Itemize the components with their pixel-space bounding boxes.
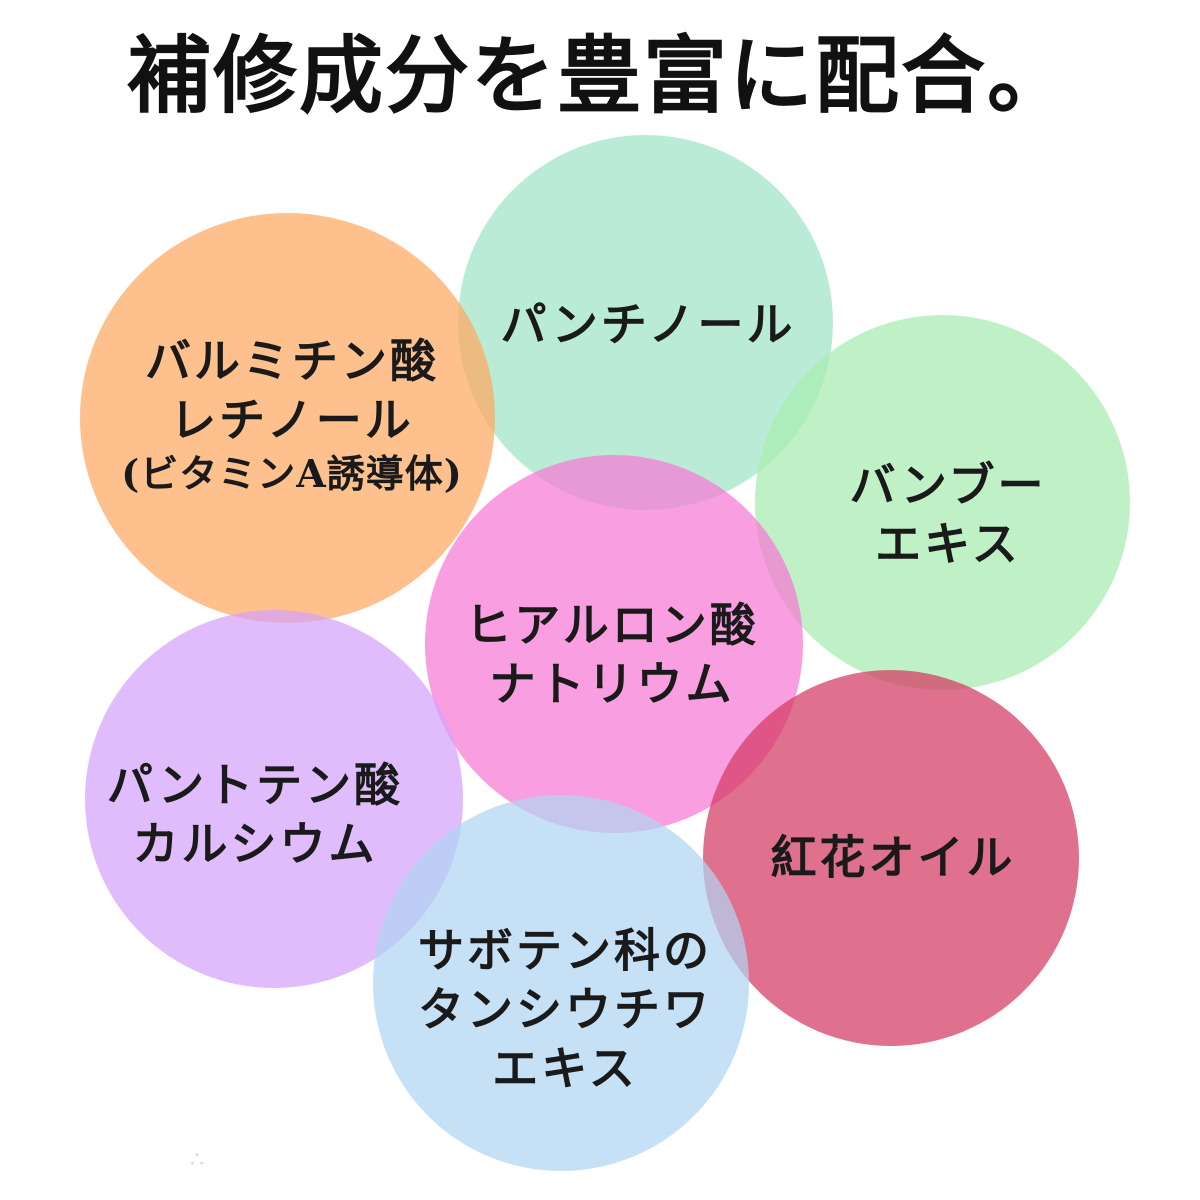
bubble-retinyl-palmitate xyxy=(80,213,495,623)
label-bamboo-extract: バンブー エキス xyxy=(850,456,1047,574)
label-line: エキス xyxy=(492,1041,638,1096)
label-line: パントテン酸 xyxy=(106,758,404,813)
label-cactus-extract: サボテン科の タンシウチワ エキス xyxy=(418,922,712,1099)
label-calcium-pantothenate: パントテン酸 カルシウム xyxy=(107,756,403,874)
bubble-bamboo-extract xyxy=(755,315,1130,690)
label-line: ナトリウム xyxy=(489,657,735,711)
label-line: タンシウチワ xyxy=(418,982,712,1037)
label-line: エキス xyxy=(875,517,1021,571)
label-sodium-hyaluronate: ヒアルロン酸 ナトリウム xyxy=(465,596,759,714)
label-line: ヒアルロン酸 xyxy=(465,598,759,653)
bubble-cactus-extract xyxy=(373,795,749,1171)
label-line: サボテン科の xyxy=(418,923,712,978)
page-title: 補修成分を豊富に配合。 xyxy=(126,26,1073,125)
water-splash-icon: ∴ xyxy=(190,1148,204,1173)
label-line: バンブー xyxy=(849,458,1047,513)
label-line: カルシウム xyxy=(132,817,378,871)
label-panthenol: パンチノール xyxy=(501,296,796,355)
label-line: レチノール xyxy=(170,392,414,447)
bubble-safflower-oil xyxy=(703,670,1079,1046)
label-line: パンチノール xyxy=(500,297,796,352)
label-retinyl-palmitate: バルミチン酸 レチノール (ビタミンA誘導体) xyxy=(121,332,462,498)
label-line: (ビタミンA誘導体) xyxy=(121,450,463,496)
label-safflower-oil: 紅花オイル xyxy=(771,829,1016,888)
label-line: バルミチン酸 xyxy=(144,333,439,388)
label-line: 紅花オイル xyxy=(770,830,1016,885)
